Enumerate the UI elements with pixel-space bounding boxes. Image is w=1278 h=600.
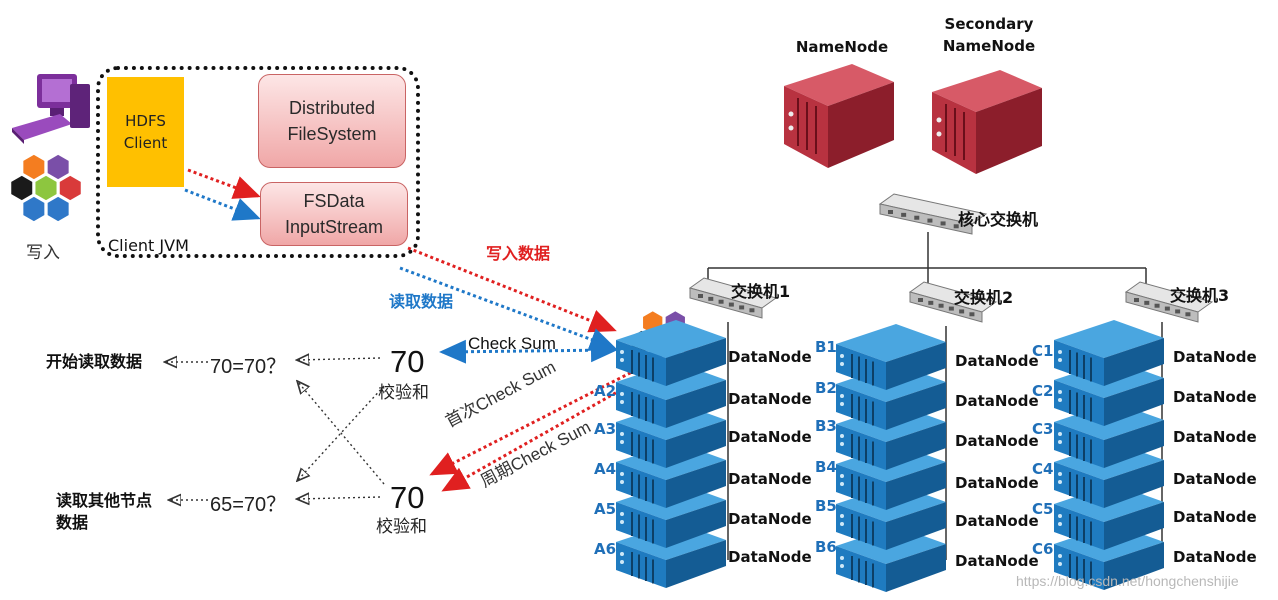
secondary-namenode-label: Secondary NameNode <box>942 15 1036 55</box>
read-data-arrow <box>399 266 617 351</box>
check-sum-label: Check Sum <box>468 334 556 353</box>
rack-node-label: C6 <box>1032 540 1054 558</box>
verify-arrow <box>298 497 381 499</box>
cross-arrow <box>298 382 385 485</box>
hdfs-client-box: HDFS Client <box>107 77 184 187</box>
user-computer-icon <box>12 74 90 144</box>
datanode-label: DataNode <box>955 474 1039 492</box>
datanode-label: DataNode <box>1173 470 1257 488</box>
write-data-label: 写入数据 <box>486 244 551 263</box>
datanode-label: DataNode <box>1173 548 1257 566</box>
checksum-label-bottom: 校验和 <box>376 517 427 537</box>
datanode-label: DataNode <box>955 352 1039 370</box>
client-jvm-box <box>96 66 420 258</box>
datanode-label: DataNode <box>1173 348 1257 366</box>
checksum-value-top: 70 <box>390 344 425 379</box>
write-data-arrow <box>407 246 617 333</box>
switch-1-label: 交换机1 <box>731 282 791 301</box>
core-switch-label: 核心交换机 <box>958 210 1039 229</box>
datanode-label: DataNode <box>728 390 812 408</box>
rack-node-label: B6 <box>815 538 837 556</box>
datanode-racks <box>616 320 1164 592</box>
datanode-label: DataNode <box>728 470 812 488</box>
rack-node-label: B4 <box>815 458 837 476</box>
rack-node-label: A3 <box>594 420 617 438</box>
read-data-label: 读取数据 <box>389 292 454 311</box>
compare-top: 70=70？ <box>210 356 287 378</box>
rack-node-label: B1 <box>815 338 837 356</box>
checksum-label-top: 校验和 <box>378 383 429 403</box>
datanode-label: DataNode <box>728 348 812 366</box>
read-arrow <box>184 188 261 221</box>
watermark: https://blog.csdn.net/hongchenshijie <box>1016 573 1239 589</box>
network-switches <box>688 193 1214 323</box>
rack-node-label: C4 <box>1032 460 1054 478</box>
fsdata-inputstream-box: FSData InputStream <box>260 182 408 246</box>
datanode-label: DataNode <box>728 548 812 566</box>
rack-node-label: B3 <box>815 417 837 435</box>
rack-node-label: B5 <box>815 497 837 515</box>
datanode-label: DataNode <box>728 510 812 528</box>
action-top: 开始读取数据 <box>46 352 143 371</box>
datanode-label: DataNode <box>955 552 1039 570</box>
periodic-check-sum-arrow <box>441 376 643 492</box>
client-jvm-label: Client JVM <box>108 236 189 255</box>
datanode-label: DataNode <box>955 512 1039 530</box>
rack-node-label: B2 <box>815 379 837 397</box>
datanode-label: DataNode <box>1173 388 1257 406</box>
cross-arrow <box>298 385 385 480</box>
action-bottom: 读取其他节点 数据 <box>56 491 153 532</box>
namenode-label: NameNode <box>795 38 889 56</box>
rack-node-label: A2 <box>594 382 617 400</box>
switch-3-label: 交换机3 <box>1170 286 1230 305</box>
rack-node-label: C1 <box>1032 342 1054 360</box>
datanode-label: DataNode <box>955 432 1039 450</box>
rack-node-label: A5 <box>594 500 617 518</box>
namenode-servers <box>784 64 1042 174</box>
rack-node-label: C3 <box>1032 420 1054 438</box>
rack-node-label: C5 <box>1032 500 1054 518</box>
first-check-sum-arrow <box>429 368 637 476</box>
rack-node-label: A4 <box>594 460 617 478</box>
switch-2-label: 交换机2 <box>954 288 1014 307</box>
checksum-value-bottom: 70 <box>390 480 425 515</box>
write-arrow <box>187 168 261 199</box>
datanode-label: DataNode <box>955 392 1039 410</box>
datanode-label: DataNode <box>1173 508 1257 526</box>
verify-arrow <box>298 358 381 360</box>
hadoop-hexagon-logo <box>9 153 83 223</box>
compare-bottom: 65=70？ <box>210 494 287 516</box>
rack-node-label: C2 <box>1032 382 1054 400</box>
rack-node-label: A6 <box>594 540 617 558</box>
write-user-label: 写入 <box>26 243 60 263</box>
check-sum-arrow <box>439 338 618 364</box>
distributed-filesystem-box: Distributed FileSystem <box>258 74 406 168</box>
datanode-label: DataNode <box>1173 428 1257 446</box>
datanode-label: DataNode <box>728 428 812 446</box>
